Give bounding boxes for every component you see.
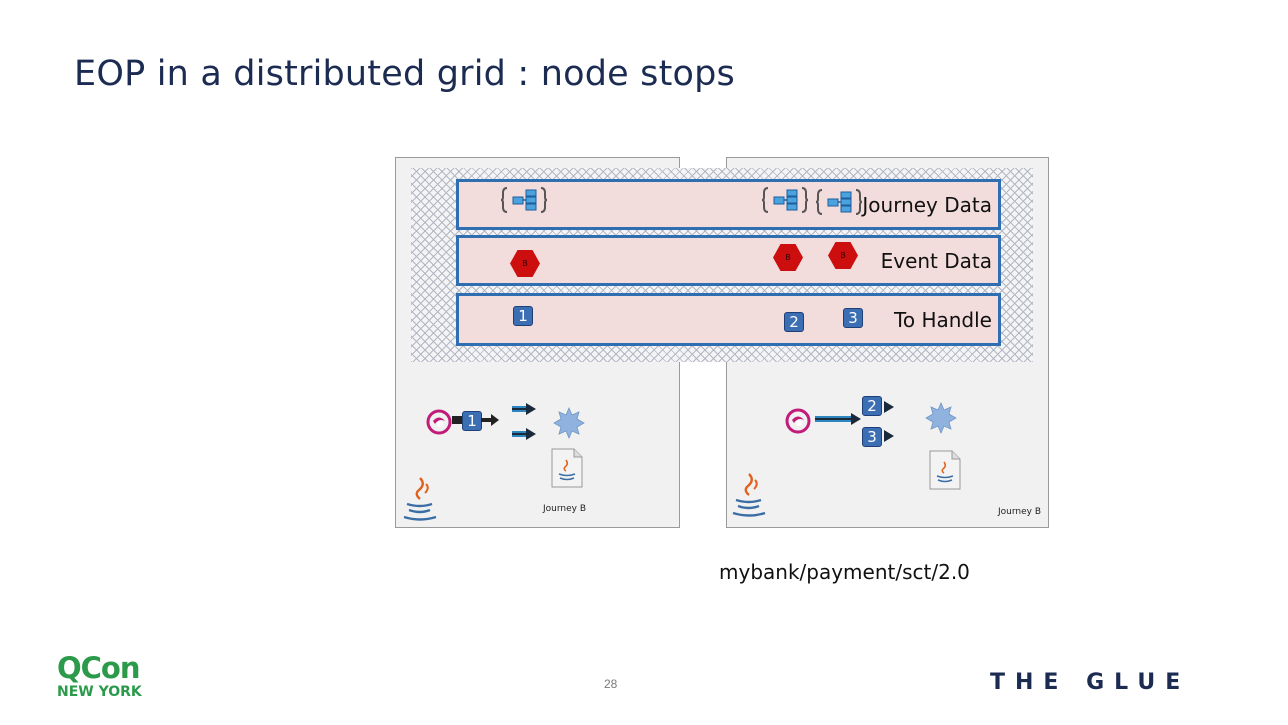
event-hexagon-icon: B	[828, 242, 858, 269]
qcon-logo: QCon NEW YORK	[57, 651, 167, 701]
journey-struct-icon	[816, 189, 862, 215]
journey-struct-icon	[762, 187, 808, 213]
lane-to-handle-label: To Handle	[894, 307, 992, 332]
arrow-right-icon	[481, 414, 499, 426]
arrow-right-icon	[884, 401, 894, 413]
page-number: 28	[604, 677, 618, 691]
event-hexagon-icon: B	[773, 244, 803, 271]
java-file-icon	[929, 450, 961, 490]
node-left-caption: Journey B	[543, 504, 587, 514]
java-cup-icon	[403, 477, 437, 521]
queue-badge-1: 1	[462, 411, 482, 431]
java-cup-icon	[732, 473, 766, 517]
arrow-right-icon	[512, 403, 536, 415]
gear-spark-icon	[925, 402, 957, 434]
client-swirl-icon	[426, 409, 452, 435]
lane-journey-data: Journey Data	[456, 179, 1001, 230]
queue-badge-3: 3	[862, 427, 882, 447]
lane-event-data-label: Event Data	[880, 248, 992, 273]
gear-spark-icon	[553, 407, 585, 439]
qcon-logo-word: QCon	[57, 651, 141, 685]
arrow-right-icon	[884, 430, 894, 442]
arrow-right-icon	[512, 428, 536, 440]
journey-uri: mybank/payment/sct/2.0	[719, 560, 970, 584]
java-file-icon	[551, 448, 583, 488]
handle-badge-3: 3	[843, 308, 863, 328]
event-hexagon-icon: B	[510, 250, 540, 277]
lane-journey-data-label: Journey Data	[862, 192, 992, 217]
lane-to-handle: To Handle	[456, 293, 1001, 346]
the-glue-logo: THE GLUE	[990, 670, 1191, 695]
lane-event-data: Event Data	[456, 235, 1001, 286]
handle-badge-1: 1	[513, 306, 533, 326]
arrow-right-icon	[815, 413, 861, 425]
journey-struct-icon	[501, 187, 547, 213]
node-right-caption: Journey B	[998, 507, 1042, 517]
queue-bar	[452, 416, 462, 424]
queue-badge-2: 2	[862, 396, 882, 416]
slide-title: EOP in a distributed grid : node stops	[74, 54, 735, 94]
client-swirl-icon	[785, 408, 811, 434]
handle-badge-2: 2	[784, 312, 804, 332]
qcon-logo-sub: NEW YORK	[57, 684, 142, 700]
